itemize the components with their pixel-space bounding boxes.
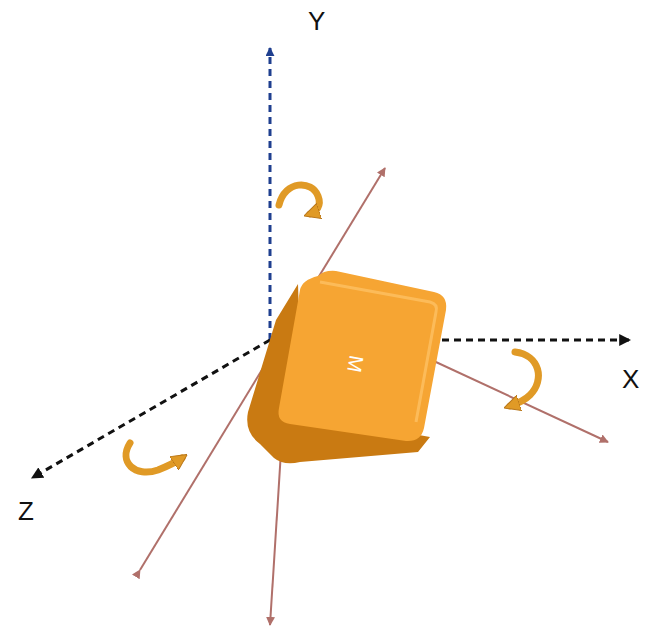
- z-axis: [32, 340, 270, 478]
- y-axis: [269, 48, 272, 340]
- cube-body: M: [240, 262, 455, 462]
- rotation-arrow: [510, 352, 538, 406]
- mass-label: M: [344, 354, 367, 374]
- axis-label: X: [622, 366, 639, 392]
- rotation-arrow: [279, 185, 319, 214]
- body-axis: [410, 350, 608, 442]
- rotation-arrow: [126, 443, 182, 472]
- x-axis: [430, 339, 630, 342]
- axis-label: Y: [308, 8, 325, 34]
- cube-front: [278, 271, 446, 441]
- axis-label: Z: [18, 498, 34, 524]
- cube-highlight: [320, 282, 436, 422]
